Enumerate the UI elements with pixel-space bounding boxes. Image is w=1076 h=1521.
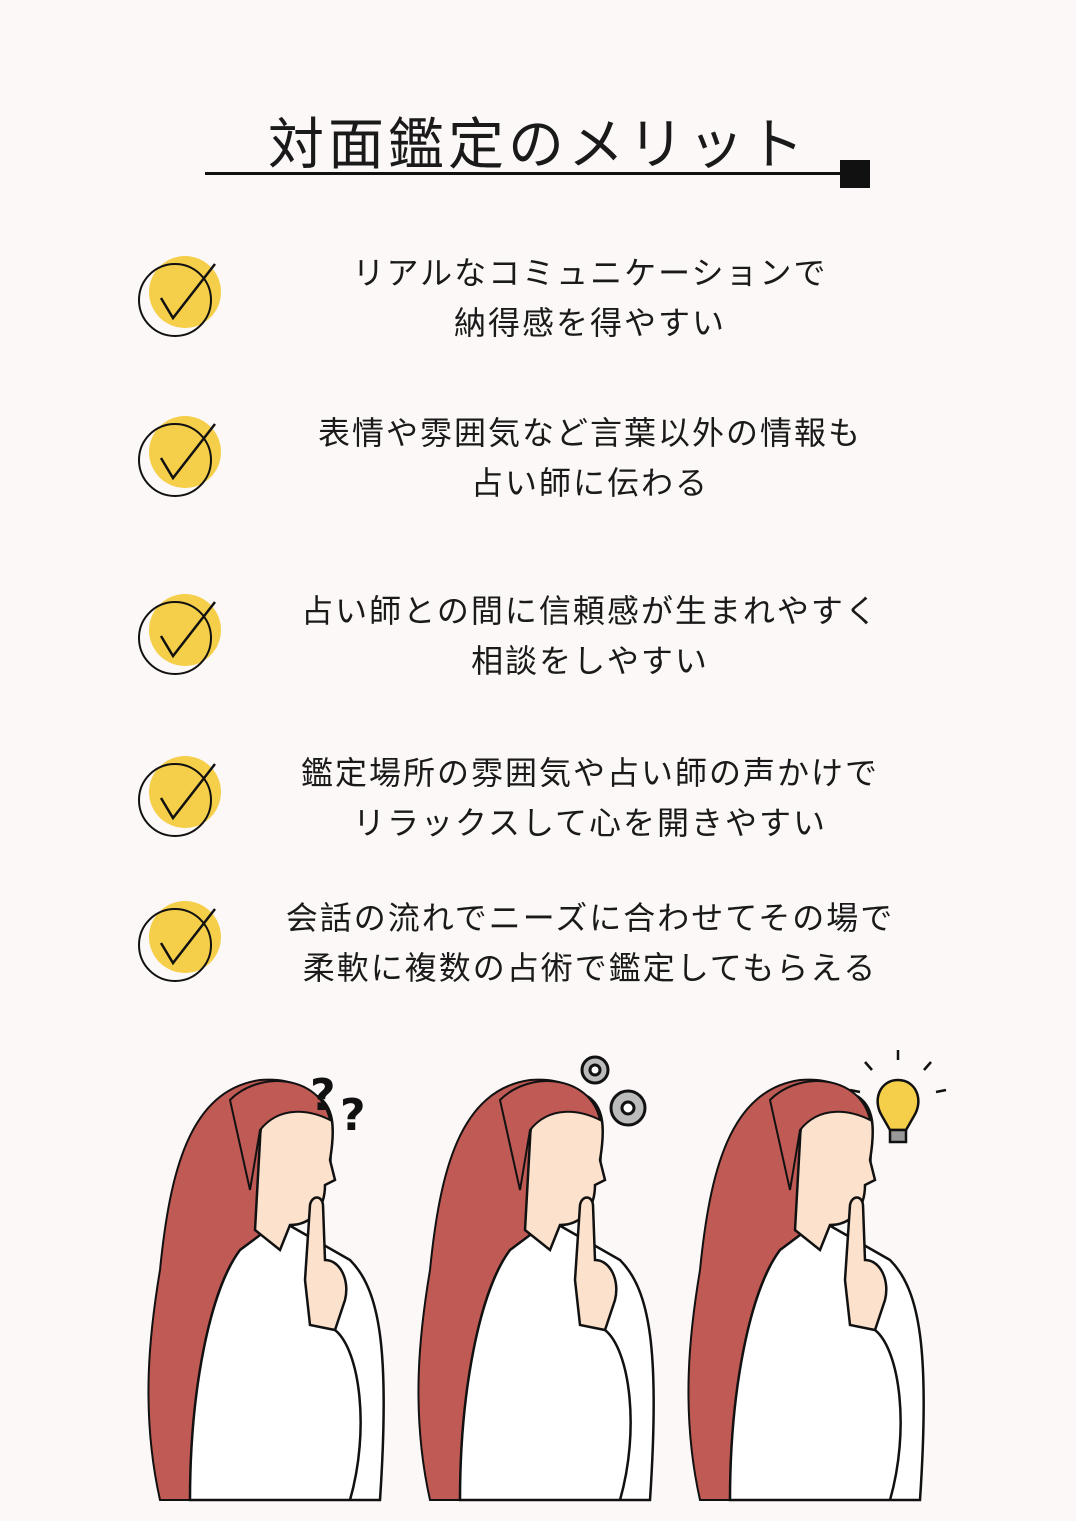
lightbulb-icon <box>849 1050 947 1144</box>
merit-line-1: 会話の流れでニーズに合わせてその場で <box>285 899 895 937</box>
check-circle-icon <box>138 594 221 675</box>
check-circle-icon <box>138 901 221 982</box>
woman-thinking <box>417 1078 655 1502</box>
merit-item: リアルなコミュニケーションで 納得感を得やすい <box>0 240 1076 350</box>
check-circle-icon <box>138 256 221 337</box>
merit-item: 表情や雰囲気など言葉以外の情報も 占い師に伝わる <box>0 400 1076 510</box>
merit-line-2: 納得感を得やすい <box>453 304 726 342</box>
merit-line-2: 柔軟に複数の占術で鑑定してもらえる <box>302 949 878 987</box>
check-circle-icon <box>138 756 221 837</box>
merit-line-2: リラックスして心を開きやすい <box>352 804 828 842</box>
merit-item: 鑑定場所の雰囲気や占い師の声かけで リラックスして心を開きやすい <box>0 740 1076 850</box>
woman-confused <box>147 1078 385 1502</box>
merit-line-2: 占い師に伝わる <box>470 464 709 502</box>
thinking-women-illustration: ? ? <box>147 1050 947 1502</box>
merit-line-2: 相談をしやすい <box>471 642 709 680</box>
gears-icon <box>580 1055 647 1127</box>
page-title: 対面鑑定のメリット <box>268 112 808 178</box>
merit-line-1: 占い師との間に信頼感が生まれやすく <box>301 592 879 630</box>
svg-text:?: ? <box>340 1090 366 1141</box>
merit-item: 会話の流れでニーズに合わせてその場で 柔軟に複数の占術で鑑定してもらえる <box>0 885 1076 995</box>
question-marks-icon: ? ? <box>310 1070 366 1141</box>
woman-idea <box>687 1078 925 1502</box>
title-divider <box>205 172 845 175</box>
svg-text:?: ? <box>310 1070 336 1121</box>
merit-line-1: リアルなコミュニケーションで <box>352 254 828 292</box>
check-circle-icon <box>138 416 221 497</box>
merit-item: 占い師との間に信頼感が生まれやすく 相談をしやすい <box>0 578 1076 688</box>
merit-line-1: 鑑定場所の雰囲気や占い師の声かけで <box>300 754 879 792</box>
merit-line-1: 表情や雰囲気など言葉以外の情報も <box>317 414 862 452</box>
divider-square <box>840 160 870 188</box>
